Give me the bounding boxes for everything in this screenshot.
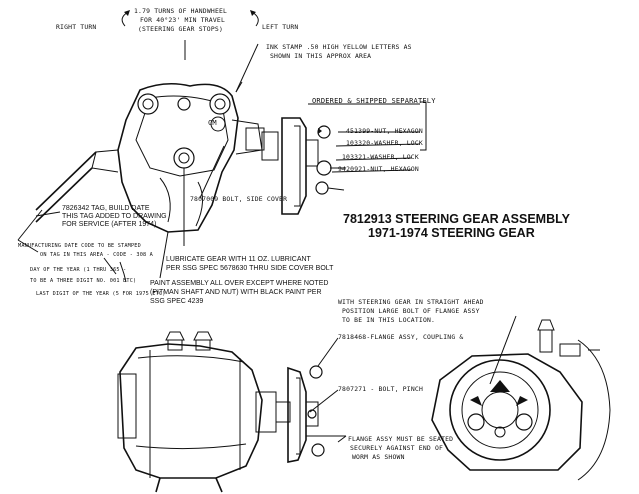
mfg-date-note-line4: TO BE A THREE DIGIT NO. 001 ETC) <box>30 278 137 284</box>
flange-seated-note-line1: FLANGE ASSY MUST BE SEATED <box>348 435 454 443</box>
straight-ahead-note-line2: POSITION LARGE BOLT OF FLANGE ASSY <box>342 307 480 315</box>
upper-coupling-side-view <box>261 117 346 215</box>
lower-gear-housing <box>117 331 291 493</box>
lower-coupling-flange <box>287 365 346 463</box>
flange-seated-note-line2: SECURELY AGAINST END OF <box>350 444 444 452</box>
lower-leader-lines <box>309 315 517 443</box>
mfg-date-note-line2: ON TAG IN THIS AREA - CODE - 308 A <box>40 252 153 258</box>
part-nut-hexagon-1: 451399-NUT, HEXAGON <box>346 127 423 135</box>
straight-ahead-note-line1: WITH STEERING GEAR IN STRAIGHT AHEAD <box>338 298 484 306</box>
tag-note-line3: FOR SERVICE (AFTER 1974) <box>62 221 157 228</box>
ink-stamp-note-line1: INK STAMP .50 HIGH YELLOW LETTERS AS <box>266 43 412 51</box>
straight-ahead-note-line3: TO BE IN THIS LOCATION. <box>342 316 436 324</box>
part-nut-hexagon-2: 9420921-NUT, HEXAGON <box>338 165 419 173</box>
part-washer-lock-1: 103320-WASHER, LOCK <box>346 139 423 147</box>
turns-note-line3: (STEERING GEAR STOPS) <box>138 25 223 33</box>
upper-gear-housing <box>35 82 265 233</box>
upper-gear-bolts <box>137 93 231 169</box>
turn-travel-arrows <box>121 10 259 60</box>
pinch-bolt-label: 7807271 - BOLT, PINCH <box>338 385 423 393</box>
tag-note-line2: THIS TAG ADDED TO DRAWING <box>62 213 167 220</box>
lubricate-note-line1: LUBRICATE GEAR WITH 11 OZ. LUBRICANT <box>166 256 311 263</box>
paint-note-line2: (PITMAN SHAFT AND NUT) WITH BLACK PAINT … <box>150 289 322 296</box>
ordered-shipped-separately-label: ORDERED & SHIPPED SEPARATELY <box>312 97 436 105</box>
tag-leader-lines <box>17 209 127 283</box>
mfg-date-note-line5: LAST DIGIT OF THE YEAR (5 FOR 1975 ETC) <box>36 291 166 297</box>
paint-note-line3: SSG SPEC 4239 <box>150 298 204 305</box>
lower-end-view <box>431 319 611 481</box>
mfg-date-note-line1: MANUFACTURING DATE CODE TO BE STAMPED <box>18 243 141 249</box>
turns-note-line1: 1.79 TURNS OF HANDWHEEL <box>134 7 228 15</box>
paint-note-line1: PAINT ASSEMBLY ALL OVER EXCEPT WHERE NOT… <box>150 280 329 287</box>
turns-note-line2: FOR 40°23' MIN TRAVEL <box>140 16 225 24</box>
flange-coupling-label: 7818468-FLANGE ASSY, COUPLING & <box>338 333 464 341</box>
left-turn-label: LEFT TURN <box>262 23 299 31</box>
ink-stamp-note-line2: SHOWN IN THIS APPROX AREA <box>270 52 372 60</box>
mfg-date-note-line3: DAY OF THE YEAR (1 THRU 365 - <box>30 267 127 273</box>
cm-mark: CM <box>208 119 217 127</box>
tag-note-line1: 7826342 TAG, BUILD DATE <box>62 205 150 212</box>
flange-seated-note-line3: WORM AS SHOWN <box>352 453 405 461</box>
upper-leader-lines <box>159 43 427 279</box>
drawing-title-line2: 1971-1974 STEERING GEAR <box>368 226 535 240</box>
drawing-title-line1: 7812913 STEERING GEAR ASSEMBLY <box>343 212 570 226</box>
side-cover-bolt-label: 7807009 BOLT, SIDE COVER <box>190 195 288 203</box>
lubricate-note-line2: PER SSG SPEC 5678630 THRU SIDE COVER BOL… <box>166 265 334 272</box>
right-turn-label: RIGHT TURN <box>56 23 97 31</box>
part-washer-lock-2: 103321-WASHER, LOCK <box>342 153 419 161</box>
